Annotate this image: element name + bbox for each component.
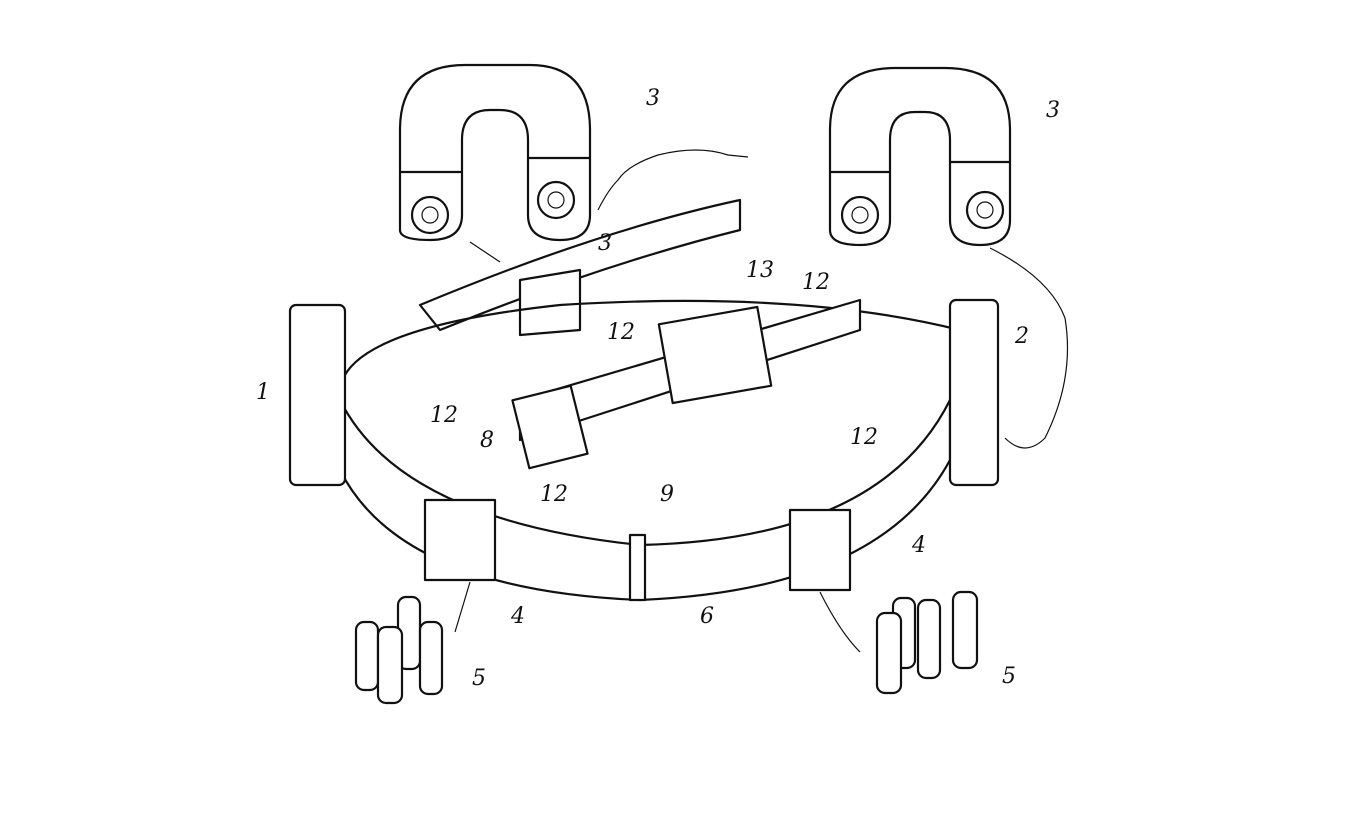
left-unit-box <box>288 303 347 487</box>
label-strap-clip: 3 <box>598 231 612 256</box>
label-buckle-cover: 13 <box>746 258 774 283</box>
label-belt-front: 6 <box>700 604 714 629</box>
label-pouch-left: 4 <box>511 604 525 629</box>
label-clip-left-strap: 12 <box>607 320 635 345</box>
left-headphone <box>398 63 749 242</box>
label-clip-top: 12 <box>802 270 830 295</box>
buckle-frame <box>511 384 589 470</box>
right-pouch <box>788 508 852 592</box>
label-headphone-left: 3 <box>646 86 660 111</box>
label-clip-front: 12 <box>540 482 568 507</box>
label-unit-right: 2 <box>1015 324 1029 349</box>
label-batteries-left: 5 <box>472 666 486 691</box>
belt-joint <box>628 533 647 602</box>
label-pouch-right: 4 <box>912 533 926 558</box>
label-batteries-right: 5 <box>1002 664 1016 689</box>
label-joint: 9 <box>660 482 674 507</box>
label-buckle: 8 <box>480 428 494 453</box>
right-batteries <box>875 590 979 695</box>
label-unit-left: 1 <box>256 380 270 405</box>
left-pouch <box>423 498 497 582</box>
label-clip-right-belt: 12 <box>850 425 878 450</box>
label-clip-left-belt: 12 <box>430 403 458 428</box>
left-batteries <box>354 595 444 705</box>
clip-box <box>518 268 582 337</box>
buckle-cover-box <box>657 305 773 405</box>
right-headphone <box>828 66 1069 449</box>
label-headphone-right: 3 <box>1046 98 1060 123</box>
right-unit-box <box>948 298 1000 487</box>
